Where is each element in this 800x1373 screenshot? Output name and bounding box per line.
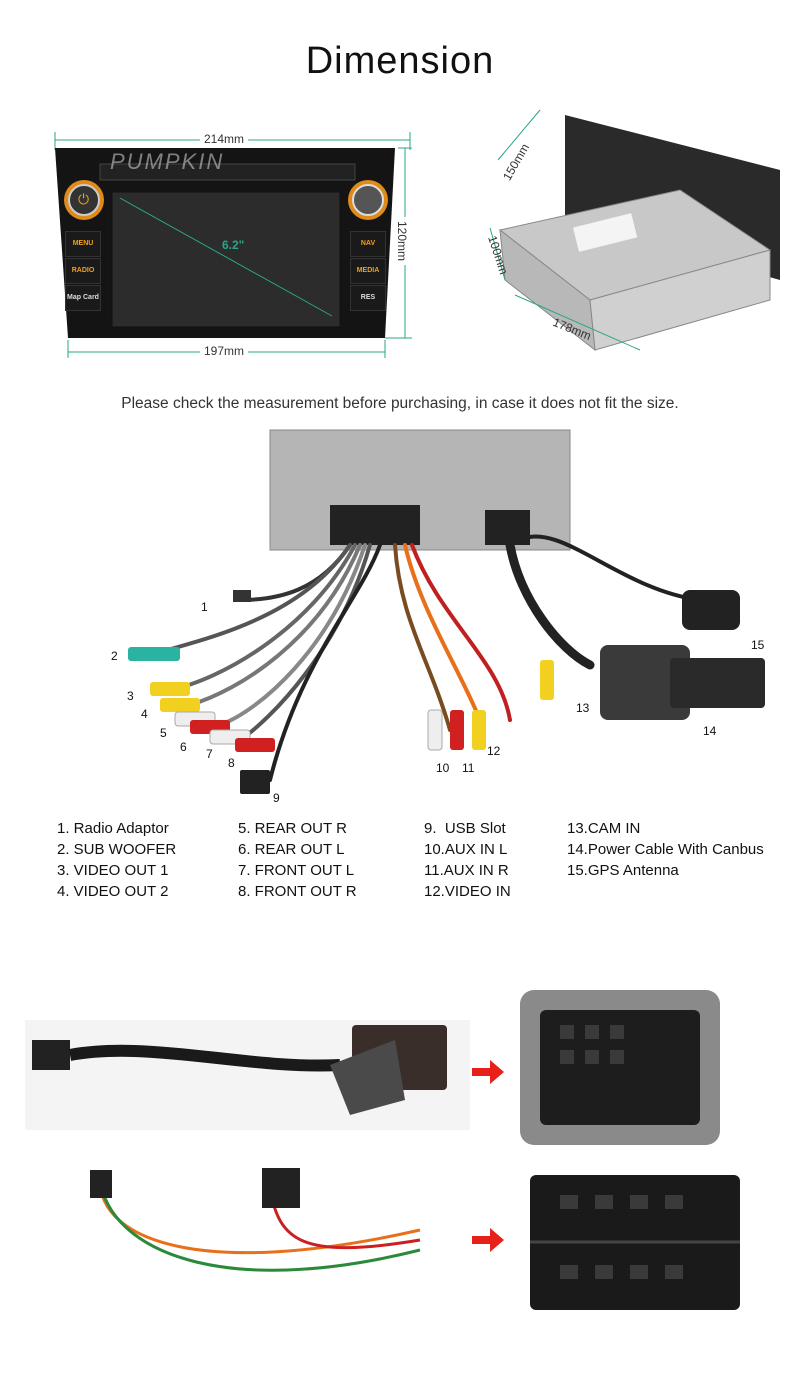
arrow-icon [472,1060,504,1084]
callout-13: 13 [576,701,590,715]
map-card-button: Map Card [65,285,101,311]
unit-chassis [489,109,780,352]
side-view: 150mm 100mm 178mm [480,100,800,360]
legend-item: 13.CAM IN [567,820,641,837]
front-view: ⏻ PUMPKIN 214mm 197mm 120mm 6.2" MENU RA… [40,120,420,360]
nav-button: NAV [350,231,386,257]
height-label: 120mm [395,216,410,266]
legend-column-4: 13.CAM IN 14.Power Cable With Canbus 15.… [567,818,764,881]
wiring-diagram [128,429,765,794]
screen-size-label: 6.2" [222,238,245,252]
legend-column-2: 5. REAR OUT R 6. REAR OUT L 7. FRONT OUT… [238,818,357,902]
callout-6: 6 [180,740,187,754]
callout-14: 14 [703,724,717,738]
legend-item: 1. Radio Adaptor [57,820,169,837]
callout-8: 8 [228,756,235,770]
callout-9: 9 [273,791,280,805]
legend-item: 6. REAR OUT L [238,841,345,858]
width-bottom-label: 197mm [200,344,249,358]
brand-watermark: PUMPKIN [110,149,225,174]
callout-10: 10 [436,761,450,775]
legend-item: 11.AUX IN R [424,862,509,879]
harness-photos [25,990,740,1310]
callout-12: 12 [487,744,501,758]
width-top-label: 214mm [200,132,249,146]
callout-7: 7 [206,747,213,761]
measurement-caption: Please check the measurement before purc… [121,395,679,412]
legend-item: 9. USB Slot [424,820,506,837]
arrow-icon [472,1228,504,1252]
callout-5: 5 [160,726,167,740]
dimension-lines [54,132,412,358]
legend-column-1: 1. Radio Adaptor 2. SUB WOOFER 3. VIDEO … [57,818,176,902]
legend-item: 10.AUX IN L [424,841,508,858]
callout-1: 1 [201,600,208,614]
media-button: MEDIA [350,258,386,284]
legend-item: 12.VIDEO IN [424,883,511,900]
callout-3: 3 [127,689,134,703]
legend-item: 4. VIDEO OUT 2 [57,883,169,900]
legend-item: 7. FRONT OUT L [238,862,355,879]
legend-item: 2. SUB WOOFER [57,841,177,858]
legend-item: 5. REAR OUT R [238,820,347,837]
page-title: Dimension [305,40,495,82]
legend-item: 8. FRONT OUT R [238,883,357,900]
callout-2: 2 [111,649,118,663]
callout-4: 4 [141,707,148,721]
power-icon: ⏻ [78,191,90,207]
radio-button: RADIO [65,258,101,284]
legend-column-3: 9. USB Slot 10.AUX IN L 11.AUX IN R 12.V… [424,818,511,902]
menu-button: MENU [65,231,101,257]
res-button: RES [350,285,386,311]
legend-item: 15.GPS Antenna [567,862,679,879]
legend-item: 3. VIDEO OUT 1 [57,862,169,879]
callout-15: 15 [751,638,765,652]
legend-item: 14.Power Cable With Canbus [567,841,764,858]
callout-11: 11 [462,761,475,775]
